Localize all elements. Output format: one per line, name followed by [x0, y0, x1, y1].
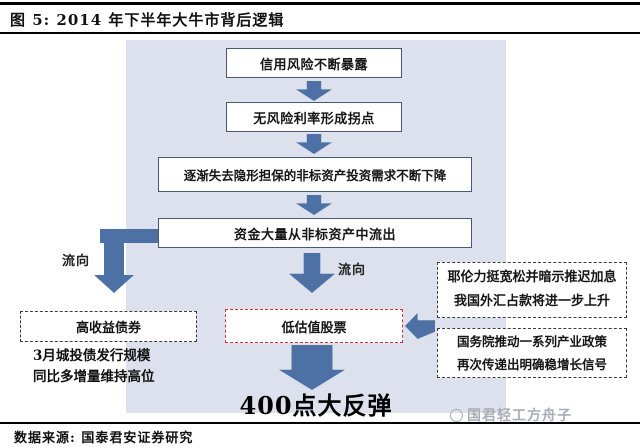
- flow-step-credit-risk: 信用风险不断暴露: [226, 48, 402, 78]
- flow-step-capital-outflow: 资金大量从非标资产中流出: [158, 218, 472, 248]
- conclusion-text: 400点大反弹: [239, 391, 393, 420]
- data-source-text: 数据来源: 国泰君安证券研究: [14, 431, 194, 446]
- state-council-line2: 再次传递出明确稳增长信号: [456, 357, 607, 372]
- flow-step-nonstandard-demand: 逐渐失去隐形担保的非标资产投资需求不断下降: [158, 157, 472, 192]
- flow-direction-label-mid: 流向: [338, 263, 367, 278]
- low-valuation-stock-box: 低估值股票: [225, 309, 403, 343]
- bond-note-line2: 同比多增量维持高位: [33, 369, 155, 385]
- flow-direction-label-left: 流向: [62, 254, 91, 269]
- bond-note-line1: 3月城投债发行规模: [33, 348, 151, 364]
- yellen-easing-box: 耶伦力挺宽松并暗示推迟加息 我国外汇占款将进一步上升: [437, 262, 627, 318]
- title-divider-rule: [0, 32, 640, 34]
- top-border-rule: [0, 2, 640, 5]
- wechat-logo-icon: [450, 408, 463, 422]
- elbow-arrow-vertical-segment: [104, 229, 124, 276]
- yellen-easing-line2: 我国外汇占款将进一步上升: [453, 294, 610, 309]
- watermark: 国君轻工方舟子: [450, 405, 635, 425]
- bond-note: 3月城投债发行规模 同比多增量维持高位: [33, 346, 213, 388]
- high-yield-bond-box: 高收益债券: [20, 311, 197, 342]
- footer-divider-rule: [0, 422, 640, 424]
- figure-title: 图 5: 2014 年下半年大牛市背后逻辑: [10, 11, 285, 29]
- flow-step-riskfree-rate: 无风险利率形成拐点: [226, 102, 402, 132]
- watermark-text: 国君轻工方舟子: [467, 408, 572, 424]
- yellen-easing-line1: 耶伦力挺宽松并暗示推迟加息: [447, 270, 617, 285]
- state-council-policy-box: 国务院推动一系列产业政策 再次传递出明确稳增长信号: [437, 328, 627, 378]
- state-council-line1: 国务院推动一系列产业政策: [456, 334, 607, 349]
